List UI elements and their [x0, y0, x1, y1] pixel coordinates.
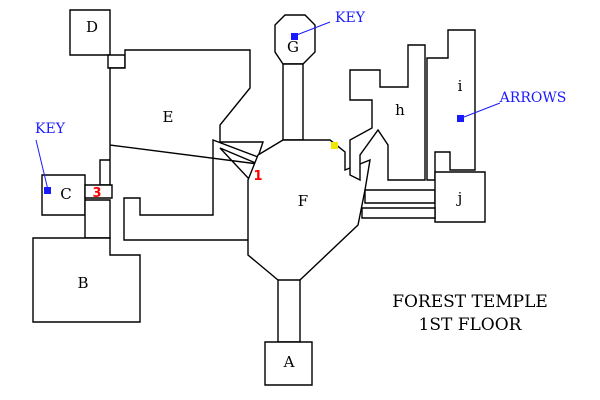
- room-e-outline: [99, 49, 264, 241]
- key-g-marker: [291, 33, 298, 40]
- corridor-f-j: [364, 189, 436, 204]
- room-f-label: F: [298, 192, 308, 210]
- room-j-outline: [434, 171, 486, 223]
- room-i-label: i: [458, 77, 463, 95]
- room-f-outline: [247, 139, 371, 284]
- callout-key-g-line: [293, 21, 331, 37]
- map-subtitle: 1ST FLOOR: [419, 315, 523, 335]
- arrows-marker: [457, 115, 464, 122]
- room-e-label: E: [163, 108, 174, 126]
- marker-3-label: 3: [92, 186, 101, 201]
- corridor-d-e: [107, 54, 126, 69]
- corridor-j-f-lower: [361, 207, 436, 219]
- marker-1-label: 1: [253, 169, 262, 184]
- key-c-marker: [44, 187, 51, 194]
- room-j-label: j: [456, 189, 463, 207]
- map-title: FOREST TEMPLE: [392, 292, 548, 312]
- corridor-f-a: [277, 279, 301, 343]
- yellow-marker: [331, 142, 338, 149]
- room-h-outline: [349, 44, 426, 182]
- room-g-label: G: [287, 38, 299, 56]
- room-h-label: h: [395, 101, 405, 119]
- room-d-label: D: [86, 18, 98, 36]
- room-c-label: C: [60, 185, 71, 203]
- callout-arrows-line: [463, 102, 501, 118]
- room-i-outline: [426, 29, 476, 181]
- room-a-label: A: [283, 353, 295, 371]
- corridor-g-f: [282, 63, 304, 141]
- room-b-label: B: [77, 274, 88, 292]
- room-a-outline: [264, 341, 313, 386]
- corridor-c-b: [84, 199, 111, 239]
- room-b-outline: [32, 237, 141, 323]
- corridor-c-e: [84, 184, 113, 199]
- callout-arrows-label: ARROWS: [499, 90, 567, 106]
- callout-key-g-label: KEY: [335, 10, 366, 26]
- callout-key-c-label: KEY: [35, 121, 66, 137]
- callout-key-c-line: [35, 139, 49, 191]
